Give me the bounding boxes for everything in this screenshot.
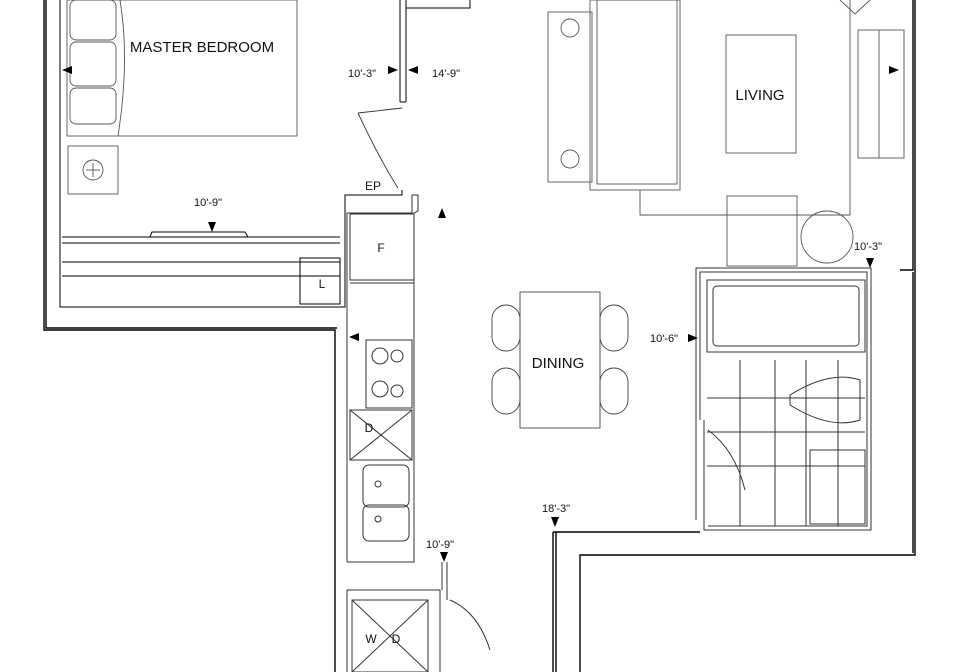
room-label-living: LIVING [735, 87, 784, 104]
dim-bath-height: 10'-6" [650, 333, 678, 345]
dim-living-width: 14'-9" [432, 68, 460, 80]
dining-set [491, 291, 629, 429]
dim-bedroom-width: 10'-3" [348, 68, 376, 80]
exterior-walls [43, 0, 916, 672]
bedroom-walls [59, 0, 471, 308]
dimension-arrows [62, 66, 899, 562]
code-dishwasher: D [365, 421, 374, 435]
code-linen: L [319, 277, 326, 291]
code-washer: W [365, 632, 377, 646]
dim-laundry-width: 10'-9" [426, 539, 454, 551]
room-label-dining: DINING [532, 355, 585, 372]
bed [66, 0, 298, 195]
code-fridge: F [377, 241, 384, 255]
dim-dining-depth: 18'-3" [542, 503, 570, 515]
laundry [346, 562, 491, 672]
bedroom-door [357, 107, 403, 189]
dim-living-depth: 10'-3" [854, 241, 882, 253]
dim-bedroom-depth: 10'-9" [194, 197, 222, 209]
living-furniture [547, 0, 905, 267]
kitchen [346, 194, 419, 563]
bathroom [695, 267, 872, 531]
code-electrical-panel: EP [365, 179, 381, 193]
room-label-master-bedroom: MASTER BEDROOM [130, 39, 274, 56]
code-dryer: D [392, 632, 401, 646]
